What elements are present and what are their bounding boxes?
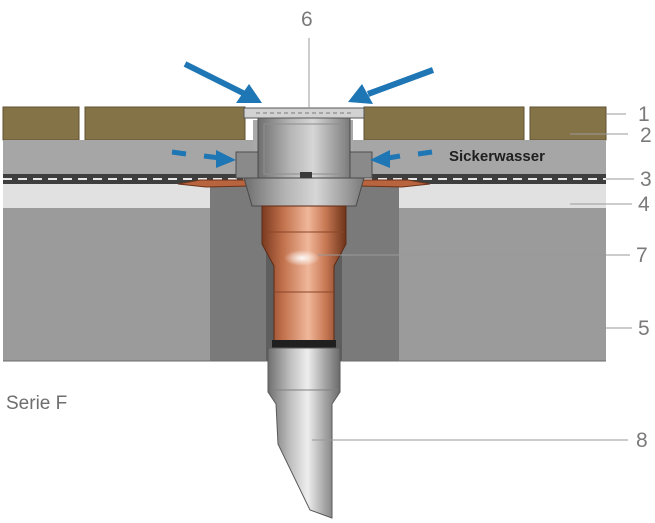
copper-pipe xyxy=(261,205,347,348)
callout-7: 7 xyxy=(636,244,648,267)
callout-6: 6 xyxy=(301,8,313,31)
callout-3: 3 xyxy=(640,168,652,191)
arrow-icon xyxy=(183,61,262,103)
membrane-flange xyxy=(177,179,431,188)
paver-layer xyxy=(2,106,607,141)
paver xyxy=(363,106,525,141)
steel-downpipe xyxy=(267,347,341,519)
callout-8: 8 xyxy=(636,429,648,452)
paver xyxy=(2,106,80,141)
callout-2: 2 xyxy=(640,124,652,147)
arrow-icon xyxy=(171,149,236,168)
paver xyxy=(84,106,246,141)
seepage-label: Sickerwasser xyxy=(449,148,545,165)
leader-lines xyxy=(308,38,634,441)
callout-1: 1 xyxy=(638,103,650,126)
drain-body xyxy=(235,107,373,207)
callout-5: 5 xyxy=(638,317,650,340)
callout-4: 4 xyxy=(638,193,650,216)
series-caption: Serie F xyxy=(6,393,67,414)
water-flow-arrows xyxy=(171,61,435,168)
arrow-icon xyxy=(370,149,433,168)
paver xyxy=(529,106,607,141)
callouts: 6 1 2 3 4 7 5 8 xyxy=(301,8,652,452)
arrow-icon xyxy=(348,67,435,104)
